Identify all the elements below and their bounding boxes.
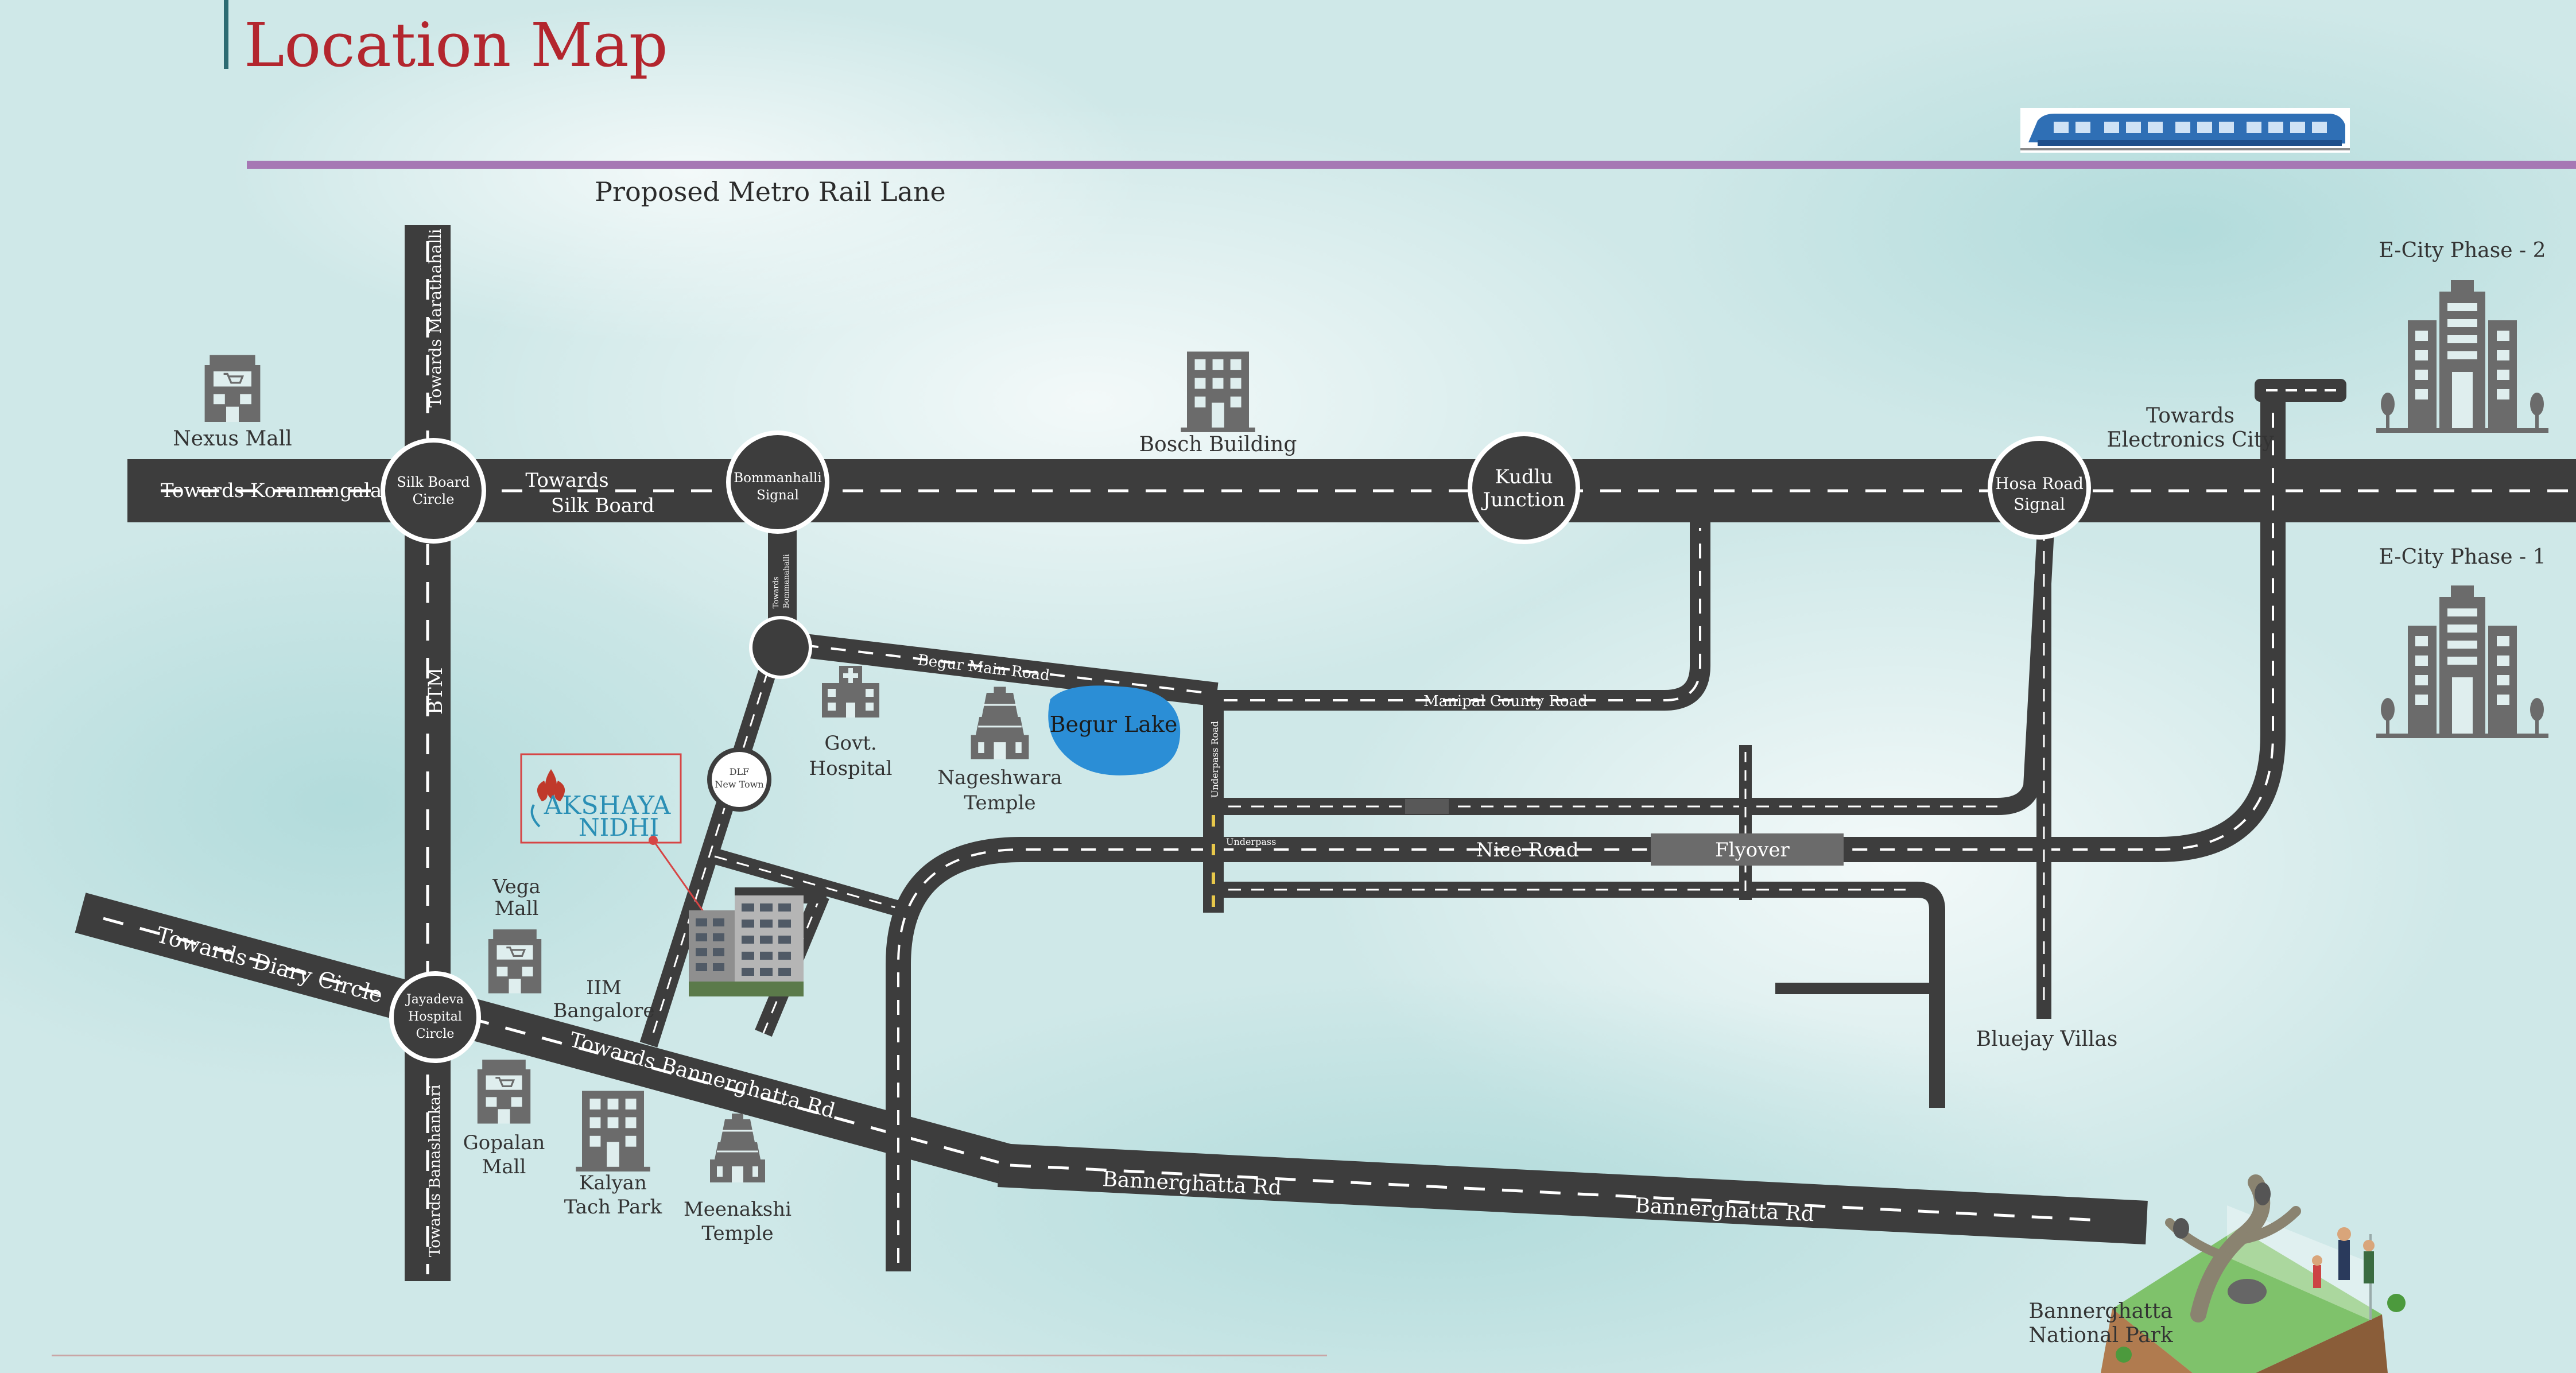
svg-text:Bluejay Villas: Bluejay Villas: [1976, 1027, 2118, 1051]
svg-text:Hospital: Hospital: [408, 1010, 462, 1024]
svg-text:Circle: Circle: [413, 491, 455, 507]
road-towards-bommanahalli: [768, 517, 797, 631]
metro-caption: Proposed Metro Rail Lane: [595, 176, 946, 207]
project-building-icon: [689, 895, 804, 996]
mall-icon: [203, 354, 262, 423]
svg-text:New Town: New Town: [715, 779, 763, 790]
junction-begur: [749, 616, 812, 679]
label-towards-silk-board-2: Silk Board: [551, 494, 654, 517]
svg-text:Silk Board: Silk Board: [397, 474, 470, 490]
svg-text:Electronics City: Electronics City: [2106, 428, 2274, 452]
svg-text:Jayadeva: Jayadeva: [405, 992, 464, 1007]
mall-icon: [476, 1058, 532, 1125]
landmark-ecity-phase-1: E-City Phase - 1: [2376, 545, 2548, 738]
label-towards-silk-board-1: Towards: [525, 469, 608, 492]
landmark-towards-ecity: Towards Electronics City: [2106, 404, 2274, 452]
landmark-vega-mall: Vega Mall: [487, 875, 542, 995]
svg-text:Mall: Mall: [482, 1155, 526, 1178]
label-nice-road: Nice Road: [1476, 839, 1579, 862]
landmark-bannerghatta-park: Bannerghatta National Park: [2028, 1174, 2406, 1373]
landmark-gopalan-mall: Gopalan Mall: [463, 1058, 545, 1178]
landmark-nageshwara-temple: Nageshwara Temple: [937, 685, 1062, 815]
label-btm: BTM: [424, 668, 447, 715]
svg-text:Tach Park: Tach Park: [564, 1196, 662, 1219]
landmark-bluejay-villas: Bluejay Villas: [1976, 1027, 2118, 1051]
junction-bommanahalli: Bommanhalli Signal: [726, 430, 829, 534]
label-flyover: Flyover: [1715, 839, 1790, 862]
metro-rail-line: [247, 161, 2576, 169]
svg-text:Bommanhalli: Bommanhalli: [734, 471, 822, 486]
title-bar: [224, 0, 228, 69]
svg-text:Temple: Temple: [964, 792, 1035, 815]
junction-dlf: DLF New Town: [707, 747, 771, 812]
svg-text:Vega: Vega: [492, 875, 541, 898]
landmark-nexus-mall: Nexus Mall: [173, 354, 292, 451]
svg-text:E-City Phase - 2: E-City Phase - 2: [2379, 239, 2546, 262]
bannerghatta-road: [998, 1143, 2148, 1244]
svg-text:DLF: DLF: [730, 766, 750, 777]
landmark-ecity-phase-2: E-City Phase - 2: [2376, 239, 2548, 433]
landmark-iim-bangalore: IIM Bangalore: [553, 976, 655, 1022]
landmark-begur-lake: Begur Lake: [1048, 685, 1181, 775]
junction-hosa-road: Hosa Road Signal: [1988, 436, 2091, 540]
svg-text:Signal: Signal: [756, 488, 799, 503]
landmark-govt-hospital: Govt. Hospital: [809, 666, 893, 780]
svg-text:Hospital: Hospital: [809, 757, 892, 780]
project-name-line2: NIDHI: [579, 813, 659, 841]
project-akshaya-nidhi: AKSHAYA NIDHI: [520, 753, 804, 996]
flyover-block: [1651, 833, 1844, 866]
svg-text:Signal: Signal: [2014, 495, 2065, 514]
label-towards-banashankari: Towards Banashankari: [426, 1084, 444, 1257]
svg-text:Hosa Road: Hosa Road: [1995, 474, 2084, 493]
svg-text:Circle: Circle: [416, 1027, 455, 1041]
svg-text:Gopalan: Gopalan: [463, 1131, 545, 1154]
page-title: Location Map: [244, 10, 668, 80]
svg-text:Govt.: Govt.: [824, 732, 876, 755]
svg-text:Nexus Mall: Nexus Mall: [173, 427, 292, 451]
junction-jayadeva: Jayadeva Hospital Circle: [389, 971, 481, 1063]
mall-icon: [487, 928, 542, 995]
landmark-meenakshi-temple: Meenakshi Temple: [684, 1112, 792, 1245]
label-underpass-road: Underpass Road: [1209, 721, 1220, 798]
label-towards-koramangala: Towards Koramangala: [161, 479, 382, 502]
label-underpass: Underpass: [1226, 836, 1276, 847]
svg-text:IIM: IIM: [586, 976, 622, 999]
building-icon: [1181, 351, 1255, 432]
metro-train-icon: [2020, 108, 2350, 153]
junction-silk-board: Silk Board Circle: [381, 438, 486, 544]
label-towards-bommanahalli-2: Bommanahalli: [782, 554, 791, 608]
svg-text:Nageshwara: Nageshwara: [937, 766, 1062, 789]
svg-text:Junction: Junction: [1481, 488, 1565, 511]
svg-text:Kudlu: Kudlu: [1495, 466, 1553, 488]
svg-text:Meenakshi: Meenakshi: [684, 1198, 792, 1221]
label-manipal-county-road: Manipal County Road: [1423, 693, 1588, 710]
svg-text:National Park: National Park: [2028, 1324, 2174, 1347]
project-name-line1: AKSHAYA: [544, 791, 672, 820]
junction-kudlu: Kudlu Junction: [1468, 432, 1580, 544]
footer-divider: [52, 1355, 1327, 1356]
svg-text:Kalyan: Kalyan: [579, 1172, 647, 1194]
svg-text:Bangalore: Bangalore: [553, 999, 655, 1022]
label-towards-marathahalli: Towards Marathahalli: [426, 228, 445, 408]
nice-road: [886, 396, 2286, 1271]
svg-text:Temple: Temple: [701, 1222, 773, 1245]
landmark-kalyan-tech-park: Kalyan Tach Park: [564, 1091, 662, 1219]
lotus-logo-icon: [530, 769, 565, 828]
svg-text:Bannerghatta: Bannerghatta: [2029, 1300, 2173, 1323]
project-logo-box: [520, 753, 682, 844]
label-towards-bommanahalli-1: Towards: [772, 576, 781, 608]
svg-text:E-City Phase - 1: E-City Phase - 1: [2379, 545, 2546, 569]
road-network: [75, 225, 2576, 1281]
landmark-bosch-building: Bosch Building: [1139, 351, 1297, 456]
svg-text:Mall: Mall: [495, 897, 539, 920]
building-icon: [576, 1091, 650, 1172]
svg-text:Bosch Building: Bosch Building: [1139, 433, 1297, 456]
svg-text:Towards: Towards: [2146, 404, 2234, 428]
svg-text:Begur Lake: Begur Lake: [1050, 712, 1178, 737]
